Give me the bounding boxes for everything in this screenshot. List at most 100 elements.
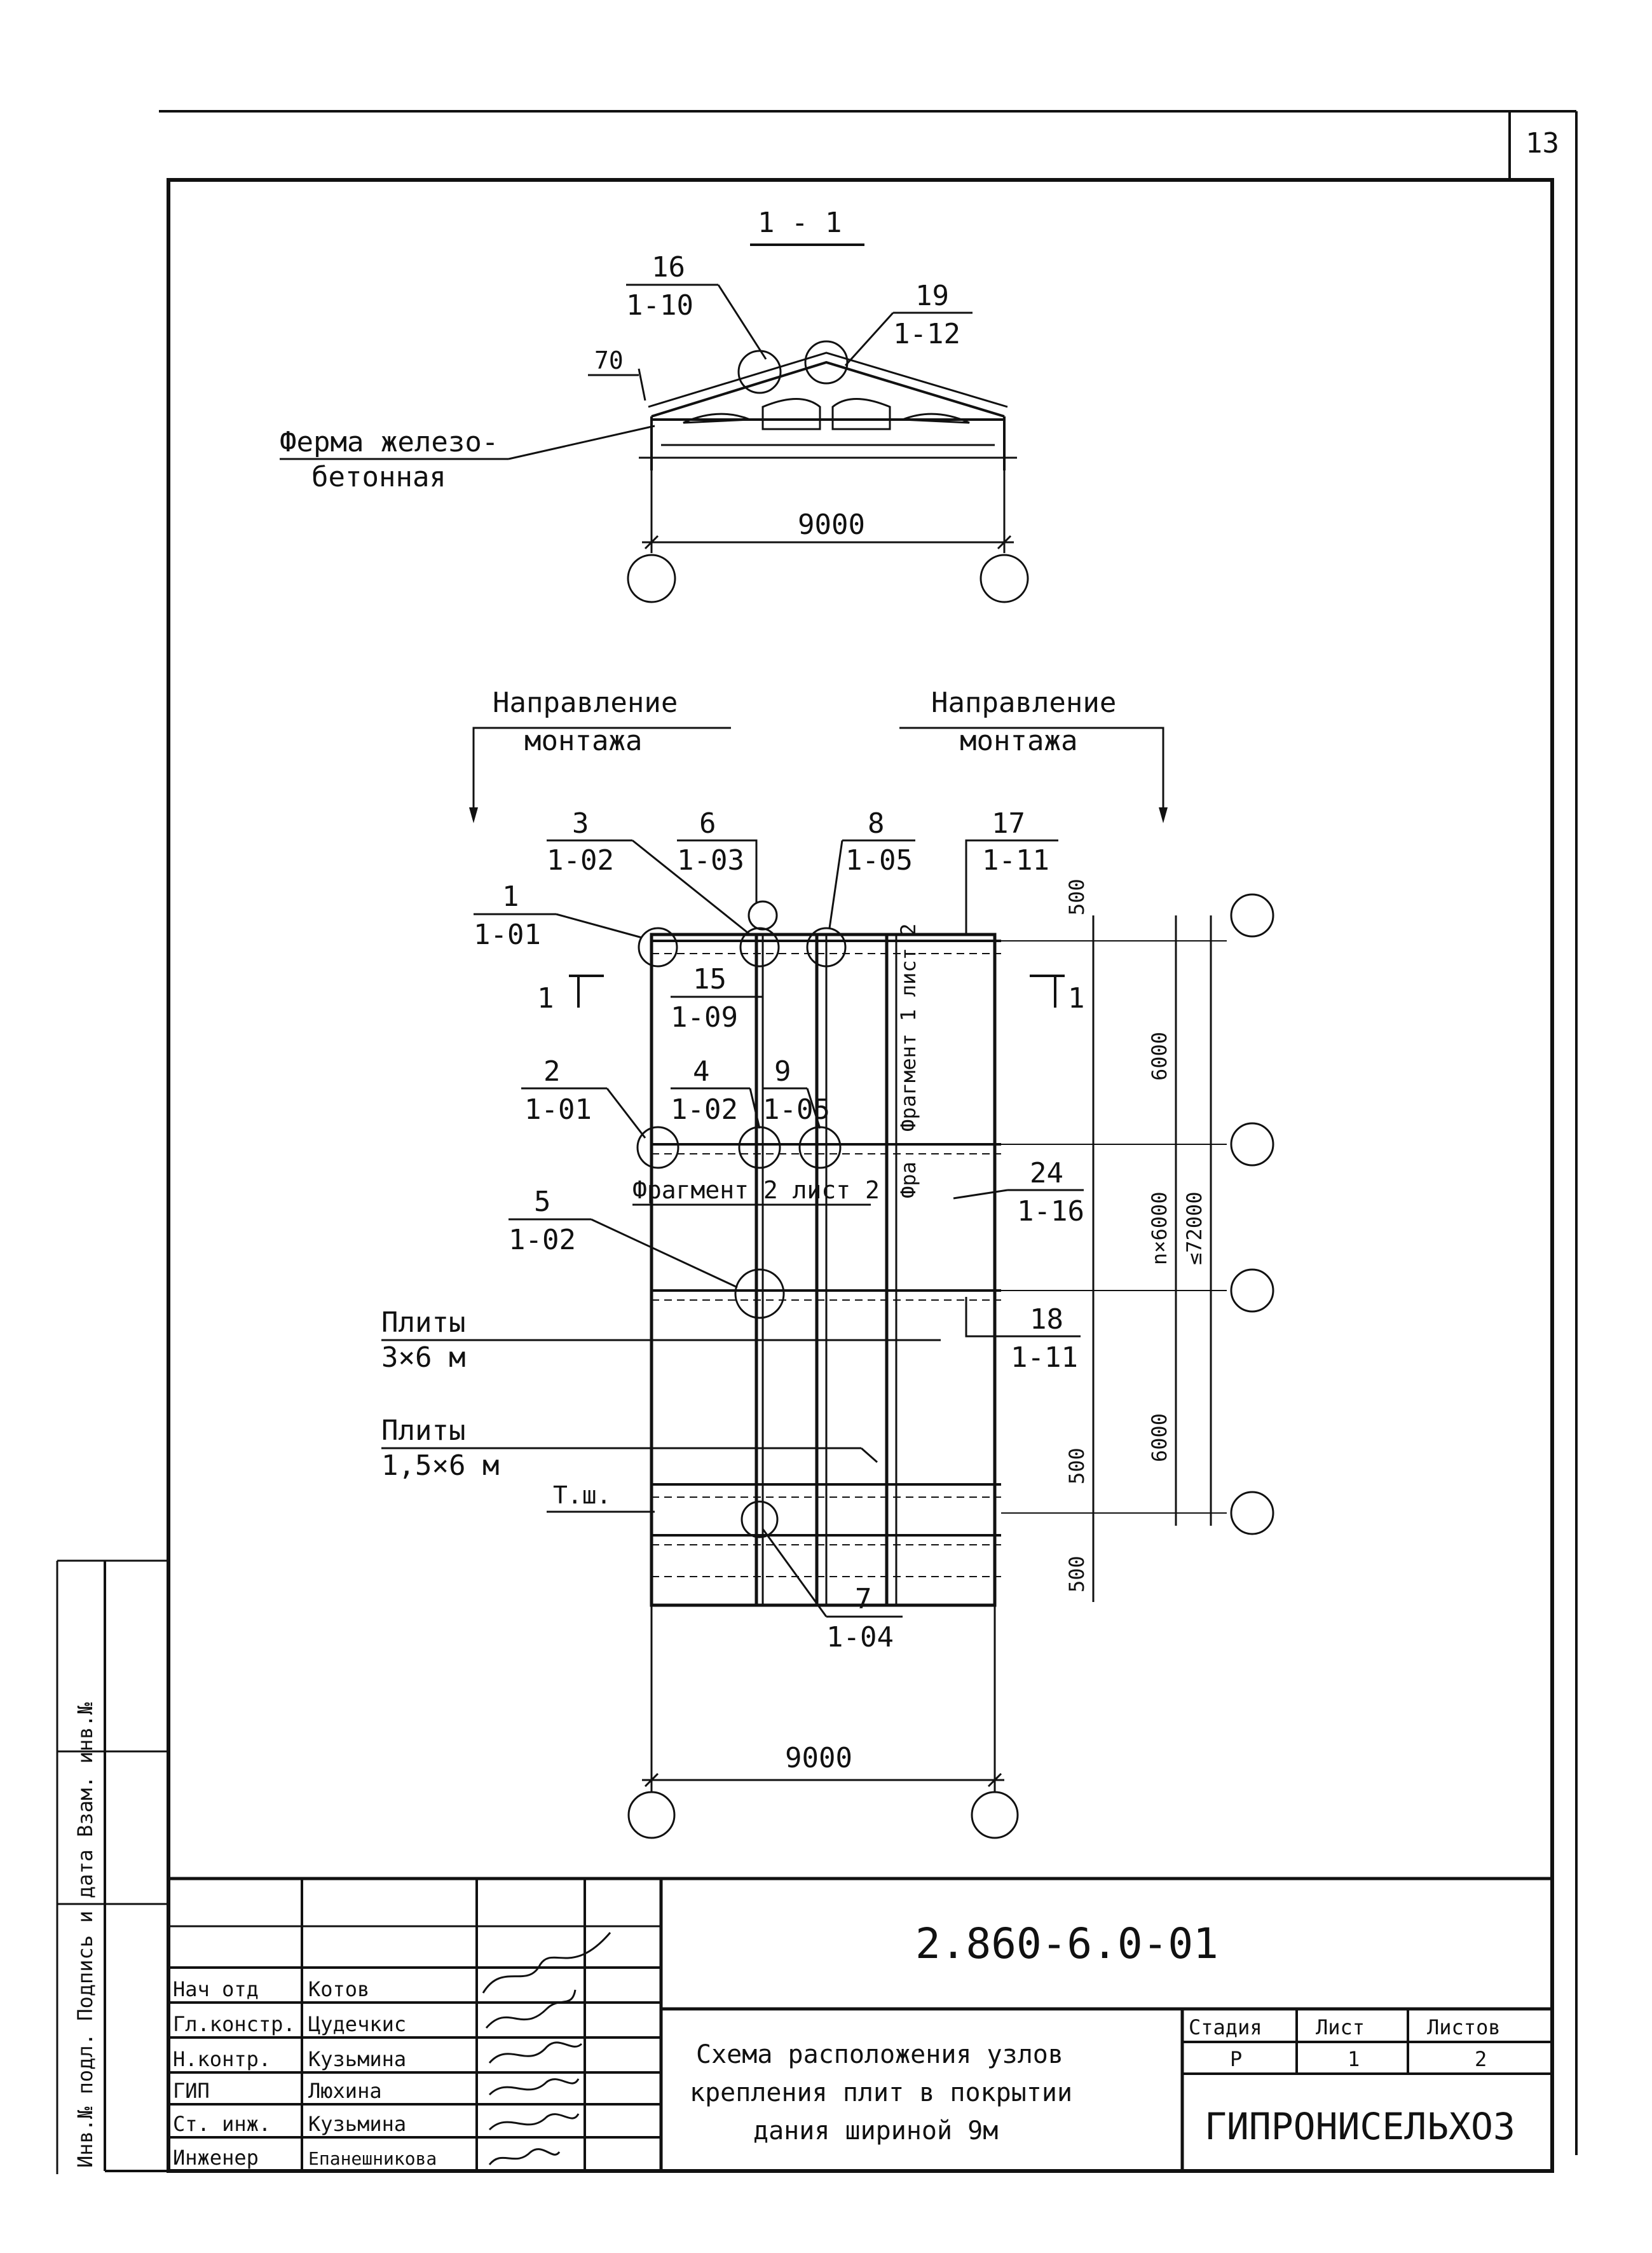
callout-1-number: 1 xyxy=(502,880,519,913)
node-circle-9 xyxy=(798,1126,842,1169)
stage-value: Р xyxy=(1230,2047,1242,2071)
callout-2-number: 2 xyxy=(543,1055,561,1088)
callout-4-ref: 1-02 xyxy=(671,1093,738,1126)
fragment-2-label: Фрагмент 2 лист 2 xyxy=(632,1176,880,1204)
axis-bubble-row-3 xyxy=(1230,1268,1274,1313)
signature-scribble xyxy=(488,2113,580,2131)
node-circle-6 xyxy=(747,900,778,931)
plan-view: Направление монтажа Направление монтажа xyxy=(381,687,1274,1839)
axis-bubble-bottom-left xyxy=(627,1791,676,1839)
callout-24-ref: 1-16 xyxy=(1017,1195,1084,1228)
title-line-3: дания шириной 9м xyxy=(753,2116,998,2146)
callout-7-number: 7 xyxy=(855,1583,872,1615)
direction-right-line1: Направление xyxy=(931,687,1116,719)
section-label: 1 - 1 xyxy=(758,207,842,239)
axis-bubble-bottom-right xyxy=(971,1791,1019,1839)
cut-mark-right: 1 xyxy=(1068,982,1085,1015)
callout-4-number: 4 xyxy=(693,1055,710,1088)
dim-500-bottom: 500 xyxy=(1065,1556,1089,1592)
plan-outline xyxy=(650,933,997,1607)
callout-15-number: 15 xyxy=(693,963,727,996)
fragment-1-label: Фрагмент 1 лист 2 xyxy=(896,923,920,1132)
signature-scribble xyxy=(485,1989,577,2029)
side-stamp: Инв.№ подл. Подпись и дата Взам. инв.№ xyxy=(73,1702,97,2168)
axis-bubble-left xyxy=(627,554,676,603)
role-label: ГИП xyxy=(173,2079,210,2103)
node-circle-4 xyxy=(738,1126,781,1169)
stage-header: Стадия xyxy=(1189,2015,1262,2039)
callout-8-number: 8 xyxy=(868,807,885,840)
callout-5-number: 5 xyxy=(534,1186,551,1218)
role-label: Ст. инж. xyxy=(173,2112,271,2136)
plates-3x6-size: 3×6 м xyxy=(381,1341,465,1374)
callout-3-ref: 1-02 xyxy=(547,844,614,877)
sheets-value: 2 xyxy=(1475,2047,1487,2071)
direction-left-line1: Направление xyxy=(493,687,678,719)
callout-17-ref: 1-11 xyxy=(982,844,1049,877)
callout-8-ref: 1-05 xyxy=(845,844,913,877)
section-1-1: 1 - 1 16 1-10 19 1-12 70 xyxy=(280,207,1029,603)
section-span-dim: 9000 xyxy=(798,509,865,541)
callout-16-number: 16 xyxy=(652,251,685,284)
direction-left-line2: монтажа xyxy=(524,725,642,757)
title-block: 2.860-6.0-01 Схема расположения узлов кр… xyxy=(168,1877,1552,2171)
axis-bubble-row-1 xyxy=(1230,893,1274,938)
node-circle-1 xyxy=(638,927,678,968)
callout-24-number: 24 xyxy=(1030,1157,1063,1189)
callout-6-ref: 1-03 xyxy=(677,844,744,877)
cut-mark-left: 1 xyxy=(537,982,554,1015)
callout-1-ref: 1-01 xyxy=(474,919,541,951)
arrow-down-icon xyxy=(1159,807,1168,823)
callout-3-number: 3 xyxy=(572,807,589,840)
callout-19-number: 19 xyxy=(915,280,949,312)
plates-15x6-label: Плиты xyxy=(381,1414,465,1447)
role-label: Н.контр. xyxy=(173,2047,271,2071)
dim-n6000: n×6000 xyxy=(1147,1191,1171,1265)
sheet-frame xyxy=(56,110,1578,2174)
axis-bubble-row-2 xyxy=(1230,1122,1274,1167)
role-name: Кузьмина xyxy=(308,2112,406,2136)
callout-17-number: 17 xyxy=(992,807,1025,840)
dim-72000: ≤72000 xyxy=(1182,1191,1206,1265)
role-name: Цудечкис xyxy=(308,2012,406,2036)
dim-500-mid: 500 xyxy=(1065,1448,1089,1484)
node-circle-5 xyxy=(734,1268,785,1319)
document-code: 2.860-6.0-01 xyxy=(915,1919,1219,1968)
sheet-value: 1 xyxy=(1348,2047,1360,2071)
organization-name: ГИПРОНИСЕЛЬХОЗ xyxy=(1205,2105,1515,2148)
signature-scribble xyxy=(488,2148,561,2165)
callout-9-ref: 1-05 xyxy=(763,1093,830,1126)
truss-label-line1: Ферма железо- xyxy=(280,426,498,458)
axis-bubble-right xyxy=(980,554,1029,603)
callout-5-ref: 1-02 xyxy=(509,1224,576,1256)
callout-18-number: 18 xyxy=(1030,1303,1063,1336)
node-circle-2 xyxy=(636,1126,679,1169)
role-label: Нач отд xyxy=(173,1977,259,2001)
axis-bubble-row-4 xyxy=(1230,1491,1274,1535)
dim-6000-top: 6000 xyxy=(1147,1032,1171,1081)
callout-9-number: 9 xyxy=(774,1055,791,1088)
role-label: Гл.констр. xyxy=(173,2012,296,2036)
sheet-header: Лист xyxy=(1316,2015,1365,2039)
callout-18-ref: 1-11 xyxy=(1011,1341,1078,1374)
dim-500-top: 500 xyxy=(1065,879,1089,915)
role-name: Котов xyxy=(308,1977,369,2001)
plates-15x6-size: 1,5×6 м xyxy=(381,1449,499,1482)
page-number: 13 xyxy=(1526,127,1559,160)
ts-label: Т.ш. xyxy=(553,1481,611,1509)
fragment-short-label: Фра xyxy=(896,1161,920,1198)
signature-scribble xyxy=(488,2041,583,2064)
signature-scribble xyxy=(488,2078,580,2096)
callout-15-ref: 1-09 xyxy=(671,1001,738,1034)
role-name: Епанешникова xyxy=(308,2148,437,2169)
plan-span-dim: 9000 xyxy=(785,1742,852,1774)
arrow-down-icon xyxy=(469,807,478,823)
signature-scribble xyxy=(482,1932,611,1994)
callout-6-number: 6 xyxy=(699,807,716,840)
direction-right-line2: монтажа xyxy=(960,725,1077,757)
dim-70: 70 xyxy=(594,346,624,374)
signatures xyxy=(482,1932,611,2165)
title-line-2: крепления плит в покрытии xyxy=(690,2078,1072,2107)
node-circle-8 xyxy=(806,927,847,968)
